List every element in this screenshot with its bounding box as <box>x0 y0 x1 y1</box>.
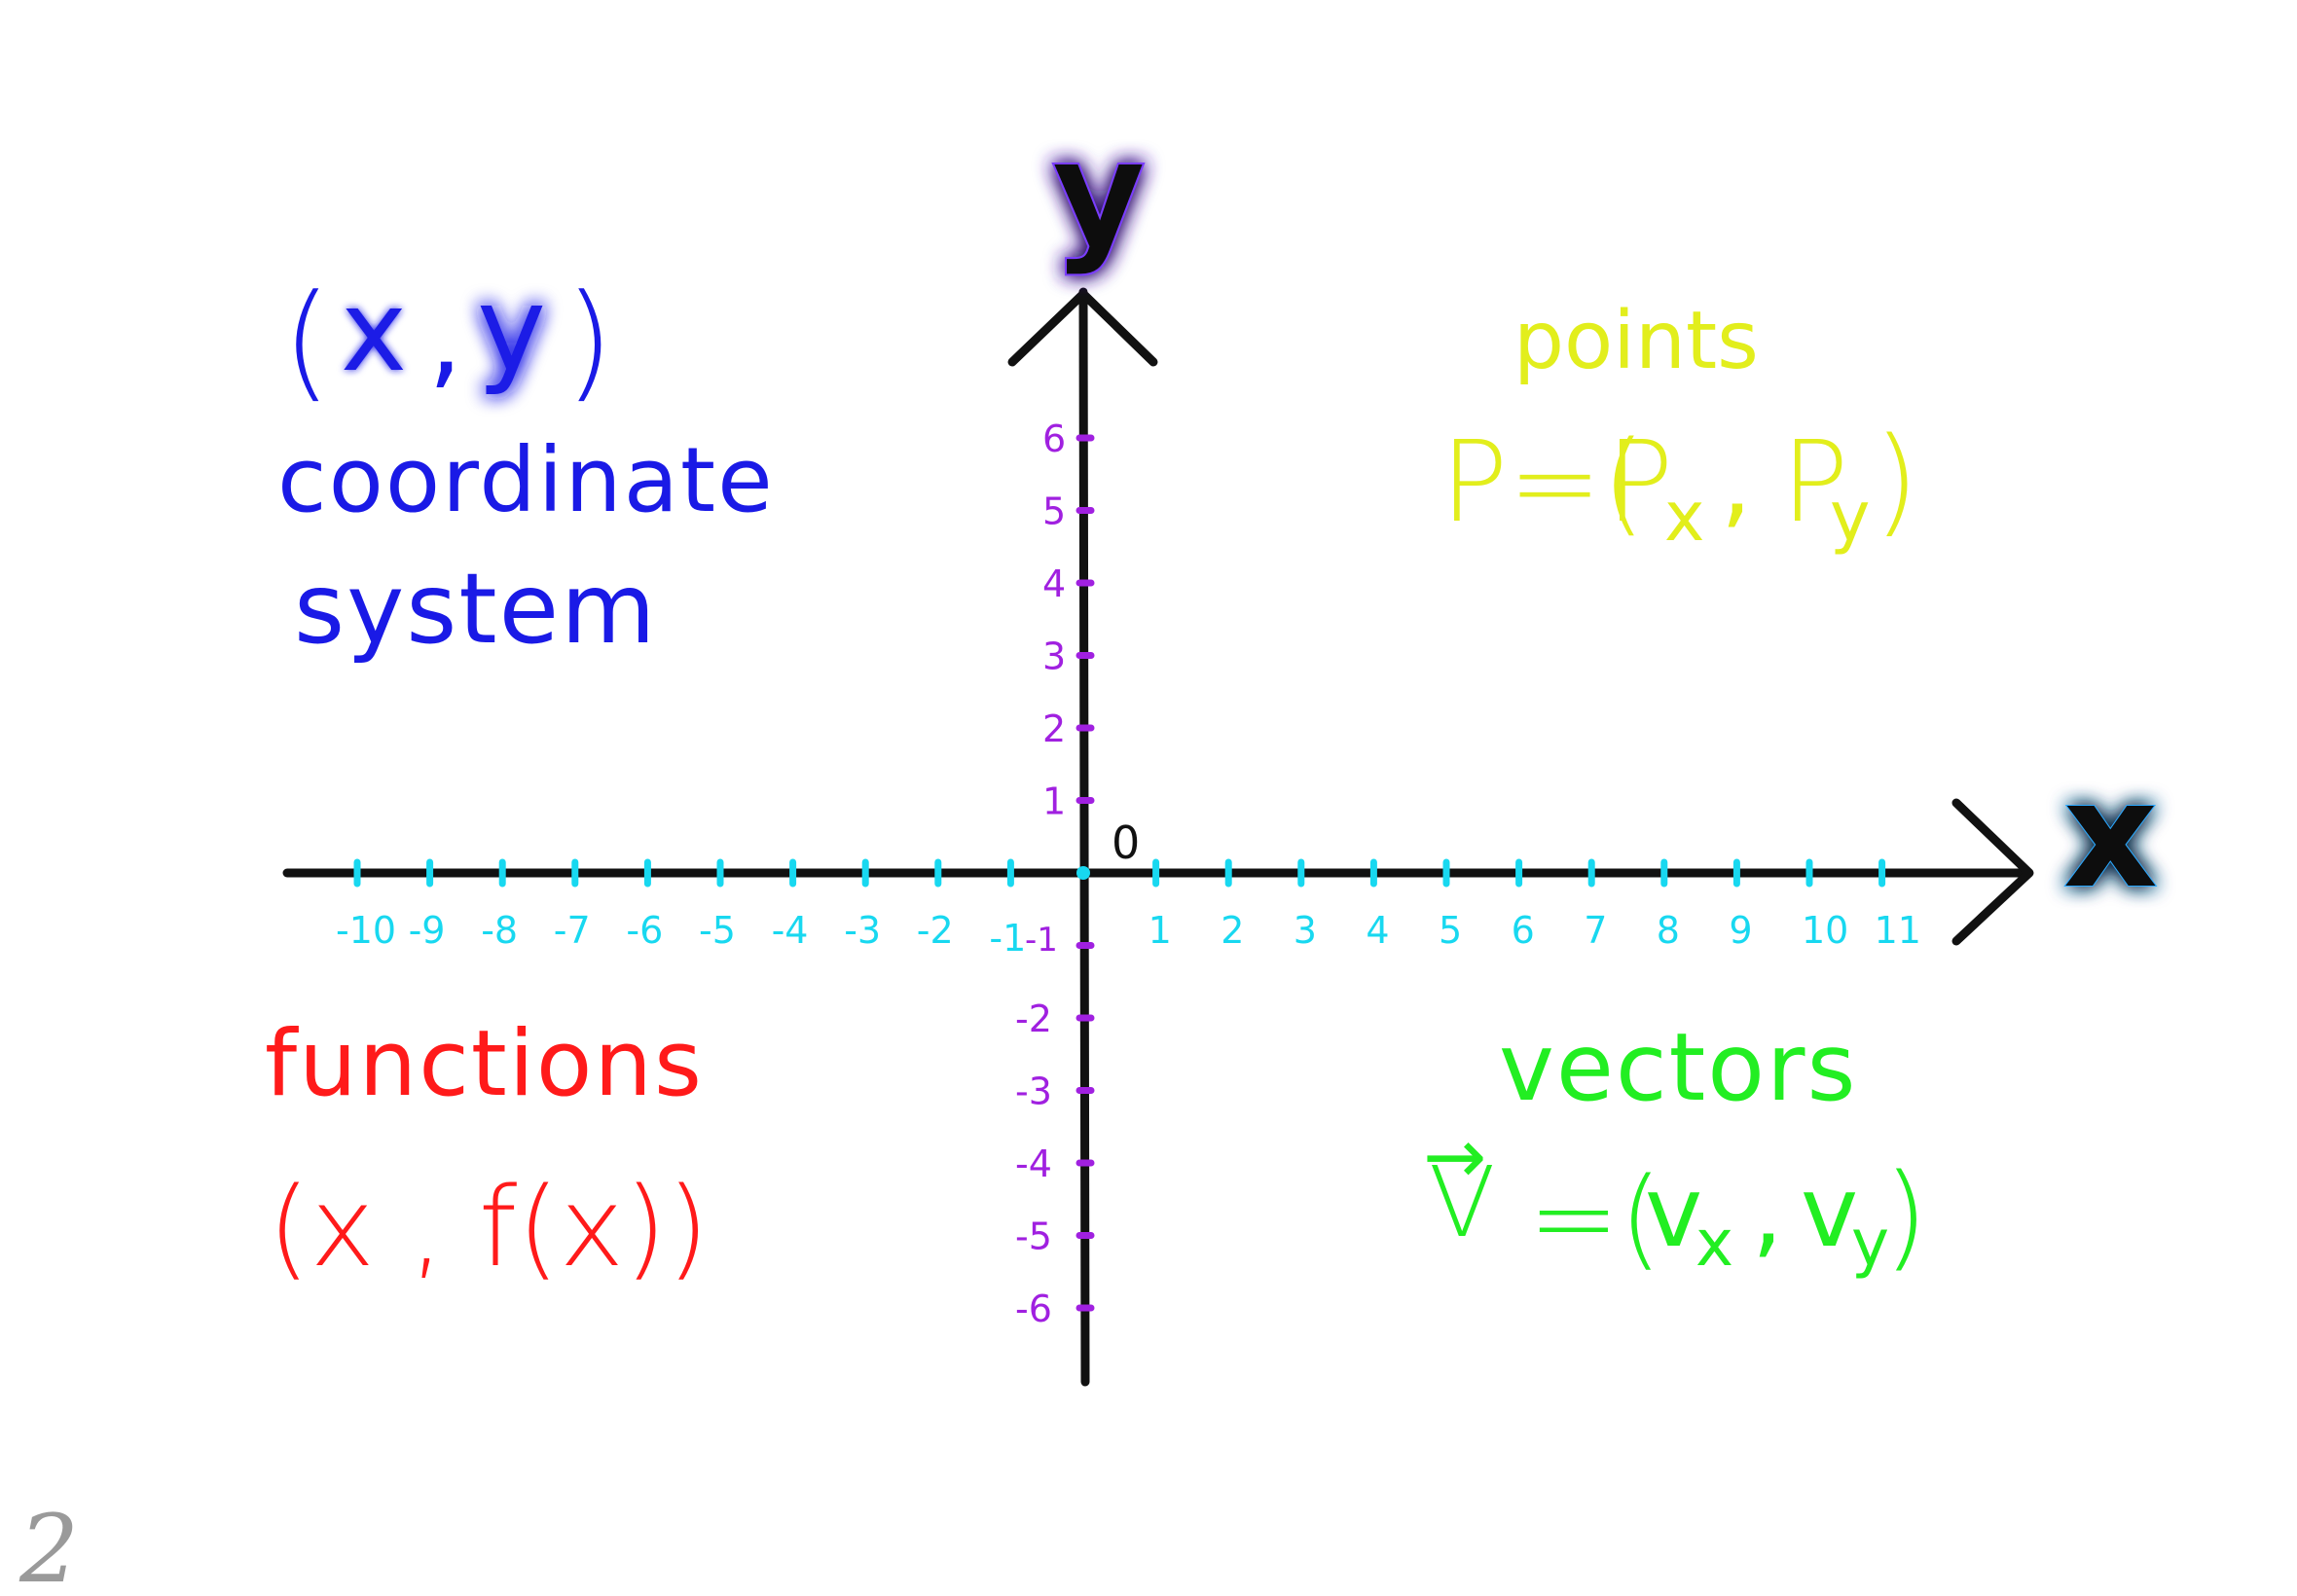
y-tick-label: 5 <box>1042 490 1066 533</box>
page-number: 2 <box>18 1495 79 1596</box>
pair-x: x <box>341 267 407 397</box>
pair-close-paren: ) <box>565 267 614 415</box>
vectors-block: vectors → V =( v x , v y ) <box>1423 1013 1928 1283</box>
coordinate-label: coordinate <box>277 428 775 532</box>
points-block: points P=( P x , P y ) <box>1440 295 1919 557</box>
pair-comma: , <box>428 275 462 400</box>
points-py: P <box>1781 417 1848 548</box>
y-axis-ticks: 6 5 4 3 2 1 -2 -3 -4 -5 -6 -1 <box>1015 417 1095 1330</box>
vector-symbol: V <box>1429 1145 1495 1259</box>
points-title: points <box>1513 295 1759 387</box>
vector-formula-equals: =( <box>1528 1155 1662 1282</box>
vectors-title: vectors <box>1499 1013 1858 1122</box>
coordinate-system-block: ( x , y ) coordinate system <box>277 263 775 666</box>
y-axis-line <box>1078 287 1090 1387</box>
x-tick-label: -4 <box>772 909 809 952</box>
x-tick-label: 4 <box>1366 909 1389 952</box>
y-tick-label: -6 <box>1015 1288 1052 1330</box>
x-tick-label: 6 <box>1512 909 1535 952</box>
x-tick-label: 11 <box>1875 909 1921 952</box>
y-tick-label: -2 <box>1015 998 1052 1040</box>
vector-vy-subscript: y <box>1851 1206 1889 1281</box>
x-tick-label: -1 <box>989 917 1026 960</box>
x-tick-label: 2 <box>1221 909 1244 952</box>
origin-point <box>1076 866 1090 880</box>
x-tick-label: -5 <box>699 909 736 952</box>
x-tick-label: 7 <box>1584 909 1607 952</box>
y-tick-label: 1 <box>1042 780 1066 823</box>
vector-vy: v <box>1801 1155 1858 1269</box>
points-px: P <box>1606 417 1673 548</box>
y-axis-label: y <box>1051 109 1147 278</box>
points-px-subscript: x <box>1664 477 1704 557</box>
functions-formula: (x , f(x)) <box>268 1165 710 1291</box>
vector-close-paren: ) <box>1883 1148 1928 1283</box>
vector-comma: , <box>1752 1155 1783 1269</box>
system-label: system <box>294 552 658 666</box>
x-tick-label: -2 <box>917 909 954 952</box>
y-tick-label: 6 <box>1042 417 1066 460</box>
functions-block: functions (x , f(x)) <box>265 1011 710 1291</box>
y-tick-label: -5 <box>1015 1215 1052 1258</box>
y-tick-label: -4 <box>1015 1143 1052 1185</box>
x-tick-label: 8 <box>1657 909 1680 952</box>
y-tick-label: 4 <box>1042 562 1066 605</box>
functions-title: functions <box>265 1011 704 1117</box>
x-tick-label: 1 <box>1148 909 1172 952</box>
y-tick-label: 3 <box>1042 635 1066 678</box>
x-tick-label: 3 <box>1294 909 1317 952</box>
vector-vx: v <box>1645 1155 1702 1269</box>
points-py-subscript: y <box>1830 477 1870 557</box>
x-tick-label: -3 <box>844 909 881 952</box>
y-tick-label: 2 <box>1042 707 1066 750</box>
x-tick-label: -6 <box>626 909 663 952</box>
points-formula-lhs: P=( <box>1440 417 1646 548</box>
vector-vx-subscript: x <box>1695 1206 1733 1281</box>
y-axis-arrowhead <box>1007 289 1158 367</box>
y-tick-label: -3 <box>1015 1070 1052 1113</box>
points-comma: , <box>1721 425 1752 539</box>
origin-label: 0 <box>1112 816 1140 869</box>
x-tick-label: -9 <box>409 909 446 952</box>
x-axis-label: x <box>2063 751 2158 921</box>
x-tick-label: 9 <box>1729 909 1752 952</box>
x-axis-arrowhead <box>1951 798 2034 946</box>
points-close-paren: ) <box>1874 414 1919 549</box>
y-tick-label: -1 <box>1025 921 1058 960</box>
x-tick-label: 5 <box>1439 909 1462 952</box>
x-tick-label: -7 <box>554 909 591 952</box>
x-tick-label: -10 <box>336 909 396 952</box>
vector-arrow-icon: → <box>1423 1113 1486 1201</box>
x-axis-ticks: -10 -9 -8 -7 -6 -5 -4 -3 -2 -1 1 2 3 4 5 6 7 8 9 10 11 <box>336 858 1921 960</box>
x-tick-label: 10 <box>1802 909 1848 952</box>
x-tick-label: -8 <box>481 909 518 952</box>
pair-open-paren: ( <box>282 267 332 415</box>
pair-y: y <box>477 263 546 398</box>
